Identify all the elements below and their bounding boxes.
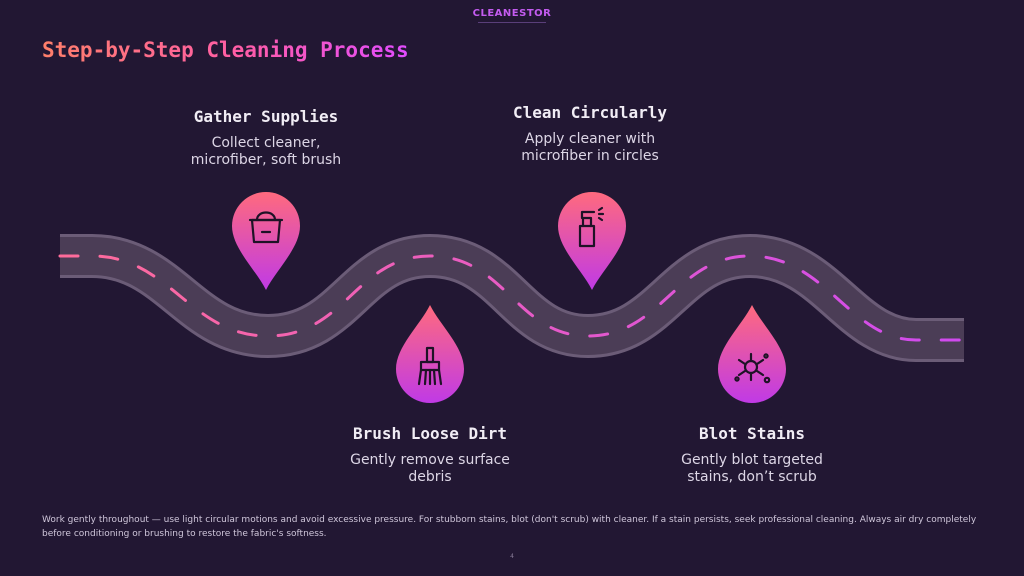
step-description-line: Collect cleaner, [211,135,321,151]
page-number: 4 [510,553,514,560]
step-description-line: microfiber, soft brush [190,152,342,168]
step-description: Gently remove surface debris [320,452,540,486]
step-title: Clean Circularly [512,103,668,122]
step-description-line: debris [408,469,452,485]
logo-underline [478,22,546,23]
road-center-dashes [58,254,966,342]
step-description-line: Apply cleaner with [524,131,656,147]
step-title: Gather Supplies [193,107,339,126]
step-description-line: microfiber in circles [521,148,659,164]
page-title: Step-by-Step Cleaning Process [42,38,409,62]
step-description-line: Gently remove surface [350,452,510,468]
pin-blot-stains [718,305,786,403]
step-blot-stains: Blot Stains Gently blot targeted stains,… [642,424,862,486]
step-title: Blot Stains [699,424,805,443]
stain-splat-icon [734,352,771,384]
step-description: Apply cleaner with microfiber in circles [480,131,700,165]
pin-gather-supplies [232,192,300,290]
pin-clean-circularly [558,192,626,290]
step-description-line: Gently blot targeted [681,452,823,468]
step-clean-circularly: Clean Circularly Apply cleaner with micr… [480,103,700,165]
brand-logo: CLEANESTOR [472,8,552,19]
footer-note: Work gently throughout — use light circu… [42,515,977,539]
pin-brush-loose-dirt [396,305,464,403]
step-brush-loose-dirt: Brush Loose Dirt Gently remove surface d… [320,424,540,486]
step-description-line: stains, don’t scrub [687,469,817,485]
step-description: Gently blot targeted stains, don’t scrub [642,452,862,486]
step-description: Collect cleaner, microfiber, soft brush [156,135,376,169]
bucket-icon [248,211,284,244]
step-gather-supplies: Gather Supplies Collect cleaner, microfi… [156,107,376,169]
step-title: Brush Loose Dirt [352,424,508,443]
spray-bottle-icon [578,206,605,248]
brush-icon [417,346,443,386]
